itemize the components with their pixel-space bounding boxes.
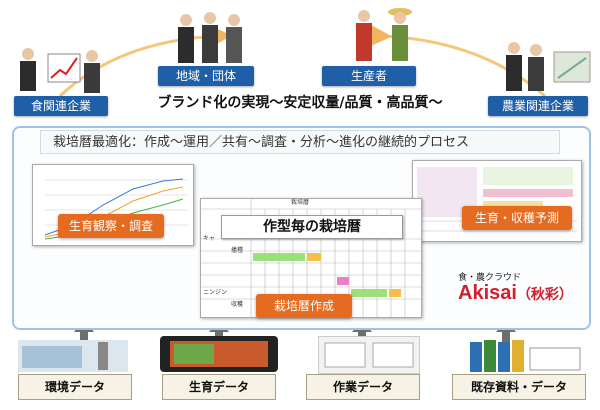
cultivation-calendar: 栽培暦 キャ ニンジン 播種 収穫 作型毎の栽培暦 (200, 198, 422, 318)
calendar-header: 栽培暦 (291, 199, 310, 206)
data-source-env: 環境データ (18, 374, 132, 400)
stage-observe: 生育観察・調査 (58, 214, 164, 238)
brand-logo: Akisai（秋彩） (458, 282, 573, 305)
brand-name-jp: （秋彩） (516, 286, 573, 302)
data-source-growth: 生育データ (162, 374, 276, 400)
calendar-row-label-1: キャ (203, 235, 216, 242)
stage-forecast: 生育・収穫予測 (462, 206, 572, 230)
brand-name: Akisai (458, 282, 517, 304)
agri-company-people-icon (506, 42, 591, 91)
top-arc-left (58, 24, 232, 98)
documents-image (470, 338, 582, 372)
process-title: 栽培暦最適化：作成～運用／共有～調査・分析～進化の継続的プロセス (40, 130, 560, 154)
food-company-people-icon (20, 48, 100, 93)
work-record-image (318, 336, 420, 374)
calendar-title: 作型毎の栽培暦 (221, 215, 403, 239)
stakeholder-producer: 生産者 (322, 66, 416, 86)
calendar-sub-1: 播種 (231, 247, 244, 254)
region-people-icon (178, 12, 242, 63)
data-source-work: 作業データ (306, 374, 420, 400)
goal-text: ブランド化の実現～安定収量/品質・高品質～ (157, 95, 443, 111)
calendar-row-label-2: ニンジン (203, 289, 228, 296)
stakeholder-agri: 農業関連企業 (488, 96, 588, 116)
stage-create: 栽培暦作成 (256, 294, 352, 318)
data-source-existing: 既存資料・データ (452, 374, 586, 400)
brand-tagline: 食・農クラウド (458, 273, 522, 283)
stakeholder-region: 地域・団体 (158, 66, 254, 86)
stakeholder-food: 食関連企業 (14, 96, 108, 116)
tablet-image (160, 336, 278, 372)
environment-sensor-image (18, 340, 128, 372)
calendar-sub-2: 収穫 (231, 301, 244, 308)
producer-people-icon (356, 8, 412, 61)
